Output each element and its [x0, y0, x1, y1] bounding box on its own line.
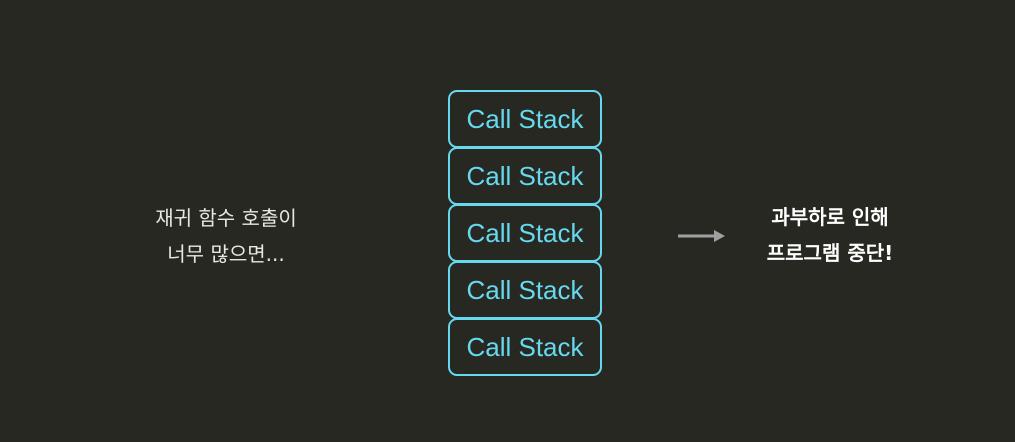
right-caption: 과부하로 인해 프로그램 중단!: [752, 199, 908, 271]
right-caption-line-2: 프로그램 중단!: [766, 241, 894, 265]
arrow-right-icon: [678, 230, 725, 242]
stack-frame: Call Stack: [448, 147, 602, 205]
stack-frame: Call Stack: [448, 90, 602, 148]
stack-frame: Call Stack: [448, 204, 602, 262]
left-caption-line-2: 너무 많으면...: [167, 242, 285, 266]
call-stack: Call Stack Call Stack Call Stack Call St…: [448, 90, 602, 376]
left-caption-line-1: 재귀 함수 호출이: [155, 206, 297, 230]
right-caption-line-1: 과부하로 인해: [771, 205, 889, 229]
left-caption: 재귀 함수 호출이 너무 많으면...: [126, 200, 326, 272]
stack-frame: Call Stack: [448, 261, 602, 319]
stack-frame: Call Stack: [448, 318, 602, 376]
